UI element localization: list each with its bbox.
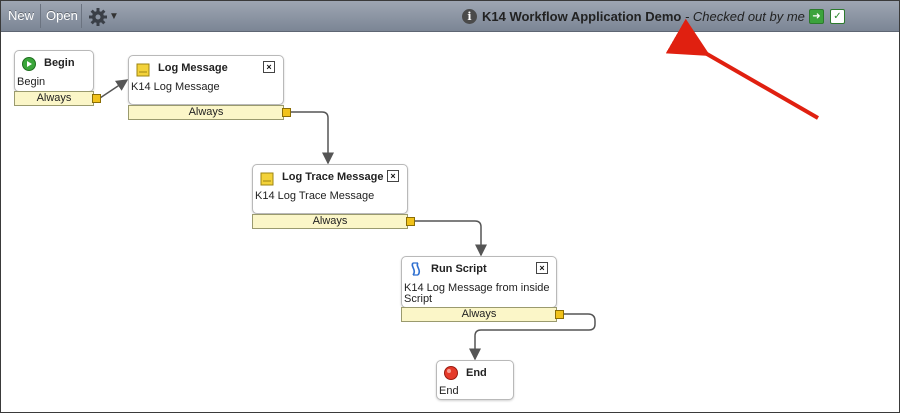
page-title: K14 Workflow Application Demo - Checked … [482, 9, 805, 24]
toolbar-divider [81, 4, 82, 28]
toolbar: New Open ▼ i K14 Workflow Application De… [1, 1, 899, 32]
connector-script-to-end [469, 313, 596, 361]
toolbar-divider [40, 4, 41, 28]
stop-icon [444, 366, 458, 380]
outcome-port[interactable] [282, 108, 291, 117]
end-node[interactable]: End End [436, 360, 514, 400]
node-title: End [466, 367, 487, 379]
node-title: Log Message [158, 62, 228, 74]
node-title: Run Script [431, 263, 487, 275]
note-icon [260, 172, 274, 186]
outcome-port[interactable] [92, 94, 101, 103]
node-description-line: Script [404, 293, 433, 305]
connector-trace-to-script [413, 220, 487, 257]
node-description: K14 Log Trace Message [255, 190, 375, 202]
info-icon[interactable]: i [462, 9, 477, 24]
close-icon[interactable]: × [263, 61, 275, 73]
node-description: Begin [17, 76, 46, 88]
open-button[interactable]: Open [46, 8, 78, 23]
script-icon [411, 262, 421, 276]
connector-begin-to-log [99, 79, 129, 99]
connector-log-to-trace [290, 111, 334, 165]
outcome-always[interactable]: Always [128, 105, 284, 120]
annotation-arrow [665, 18, 819, 120]
close-icon[interactable]: × [387, 170, 399, 182]
outcome-port[interactable] [555, 310, 564, 319]
note-icon [136, 63, 150, 77]
node-description: K14 Log Message from inside Script [404, 283, 550, 305]
checkout-status: - Checked out by me [681, 9, 805, 24]
node-title: Log Trace Message [282, 171, 384, 183]
log-message-node[interactable]: Log Message × K14 Log Message [128, 55, 284, 105]
play-icon [22, 57, 36, 71]
outcome-always[interactable]: Always [14, 91, 94, 106]
exit-icon[interactable]: ➜ [809, 9, 824, 24]
outcome-always[interactable]: Always [252, 214, 408, 229]
outcome-always[interactable]: Always [401, 307, 557, 322]
close-icon[interactable]: × [536, 262, 548, 274]
begin-node[interactable]: Begin Begin [14, 50, 94, 92]
new-button[interactable]: New [8, 8, 35, 23]
run-script-node[interactable]: Run Script × K14 Log Message from inside… [401, 256, 557, 308]
node-description: End [439, 385, 459, 397]
check-icon[interactable]: ✓ [830, 9, 845, 24]
outcome-port[interactable] [406, 217, 415, 226]
workflow-name: K14 Workflow Application Demo [482, 9, 682, 24]
node-description-line: K14 Log Message from inside [404, 282, 550, 294]
node-title: Begin [44, 57, 75, 69]
log-trace-message-node[interactable]: Log Trace Message × K14 Log Trace Messag… [252, 164, 408, 214]
node-description: K14 Log Message [131, 81, 220, 93]
chevron-down-icon[interactable]: ▼ [109, 11, 119, 22]
gear-icon[interactable] [88, 7, 108, 27]
